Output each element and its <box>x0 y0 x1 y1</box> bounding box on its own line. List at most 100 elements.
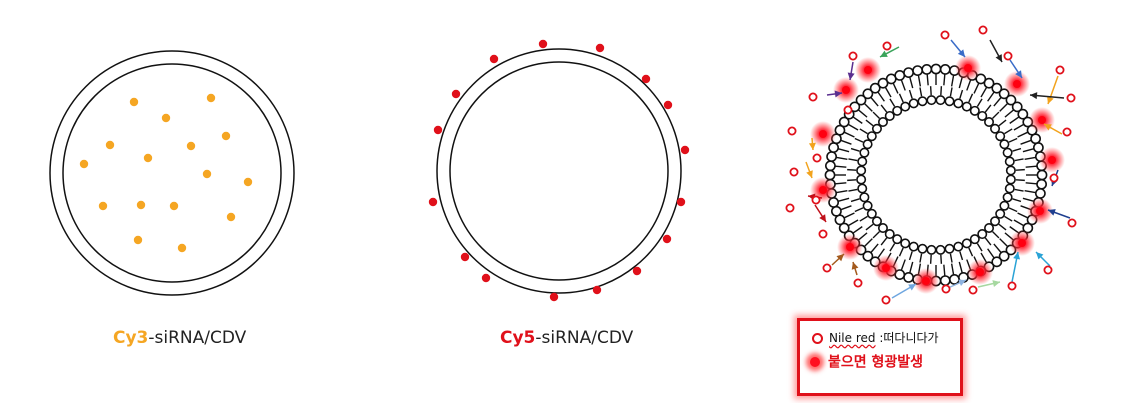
cy5-vesicle <box>428 39 690 302</box>
lipid-head <box>871 216 882 227</box>
legend-row-free: Nile red :떠다니다가 <box>812 329 939 346</box>
free-nile-red <box>881 295 891 305</box>
lipid-head <box>930 63 942 75</box>
lipid-tail <box>929 86 932 96</box>
cy3-sirna-dot <box>143 153 153 163</box>
free-nile-red <box>978 25 988 35</box>
lipid-tail <box>865 223 874 231</box>
lipid-tail <box>968 247 974 257</box>
cy3-sirna-dots <box>79 93 253 253</box>
lipid-tail <box>900 79 906 91</box>
lipid-head <box>969 234 980 245</box>
cy5-sirna-dot <box>428 197 438 207</box>
lipid-head <box>826 151 838 162</box>
cy5-caption: Cy5-siRNA/CDV <box>500 328 633 348</box>
lipid-tail <box>973 83 980 94</box>
lipid-tail <box>1025 182 1037 185</box>
lipid-head <box>991 82 1003 94</box>
lipid-head <box>856 165 867 176</box>
lipid-tail <box>1008 207 1018 213</box>
lipid-tail <box>848 188 858 192</box>
lipid-head <box>903 67 914 79</box>
cy3-sirna-dot <box>177 243 187 253</box>
lipid-tail <box>1024 156 1036 161</box>
lipid-tail <box>848 123 859 131</box>
lipid-tail <box>968 93 974 103</box>
lipid-head <box>855 94 867 106</box>
lipid-tail <box>919 253 923 263</box>
arrow-head <box>834 90 842 98</box>
nile-red-legend: Nile red :떠다니다가 붙으면 형광발생 <box>797 318 963 396</box>
cy3-sirna-dot <box>136 200 146 210</box>
lipid-head <box>903 271 914 283</box>
lipid-head <box>961 101 972 112</box>
lipid-head <box>859 192 870 203</box>
free-nile-red <box>789 167 799 177</box>
bound-nile-red <box>819 186 827 194</box>
nile-red-free-molecules <box>785 25 1077 305</box>
lipid-tail <box>836 156 848 161</box>
arrow-head <box>819 214 826 222</box>
lipid-tail <box>848 158 858 162</box>
lipid-tail <box>908 89 913 99</box>
cy5-inner-membrane <box>449 61 669 281</box>
bound-nile-red <box>964 64 972 72</box>
free-nile-red <box>882 41 892 51</box>
lipid-head <box>999 200 1010 211</box>
lipid-tail <box>872 111 880 119</box>
lipid-head <box>862 139 873 150</box>
lipid-head <box>1002 147 1013 158</box>
lipid-tail <box>1013 123 1024 131</box>
lipid-head <box>884 110 895 121</box>
free-nile-red <box>808 92 818 102</box>
lipid-tail <box>949 87 953 97</box>
cy5-sirna-dot <box>460 252 470 262</box>
lipid-head <box>1017 108 1029 120</box>
lipid-tail <box>993 243 1002 253</box>
bound-nile-red <box>819 130 827 138</box>
lipid-head <box>1030 133 1042 145</box>
arrow-head <box>880 50 888 57</box>
arrow-head <box>958 279 966 287</box>
arrow-head <box>806 170 813 178</box>
legend-row-bound: 붙으면 형광발생 <box>810 351 923 372</box>
lipid-tail <box>844 131 855 138</box>
lipid-tail <box>940 86 943 96</box>
cy5-sirna-dot <box>663 100 673 110</box>
cy3-sirna-dot <box>226 212 236 222</box>
lipid-tail <box>992 231 1000 239</box>
lipid-head <box>921 64 933 75</box>
lipid-head <box>991 256 1003 268</box>
lipid-tail <box>1020 139 1032 145</box>
free-nile-red <box>843 105 853 115</box>
lipid-tail <box>840 205 852 211</box>
lipid-tail <box>958 261 963 273</box>
free-nile-red <box>1066 93 1076 103</box>
bound-nile-red <box>976 268 984 276</box>
lipid-tail <box>908 251 913 261</box>
lipid-tail <box>999 238 1008 247</box>
lipid-tail <box>898 247 904 257</box>
lipid-tail <box>852 226 863 234</box>
cy5-sirna-dot <box>632 266 642 276</box>
lipid-tail <box>943 74 946 86</box>
lipid-inner-heads <box>856 95 1016 255</box>
bound-nile-red <box>922 277 930 285</box>
lipid-tail <box>898 93 904 103</box>
bound-nile-red <box>882 264 890 272</box>
lipid-head <box>857 183 868 194</box>
lipid-tail <box>838 197 850 202</box>
cy3-sirna-dot <box>221 131 231 141</box>
lipid-head <box>1005 165 1016 176</box>
cy5-caption-highlight: Cy5 <box>500 328 536 348</box>
lipid-head <box>1011 101 1023 113</box>
cy5-sirna-dot <box>592 285 602 295</box>
lipid-head <box>900 101 911 112</box>
lipid-tail <box>1017 131 1028 138</box>
lipid-head <box>877 116 888 127</box>
lipid-head <box>1004 183 1015 194</box>
lipid-head <box>977 110 988 121</box>
nile-red-fluorescent-spots <box>810 55 1065 294</box>
lipid-tail <box>999 103 1008 112</box>
